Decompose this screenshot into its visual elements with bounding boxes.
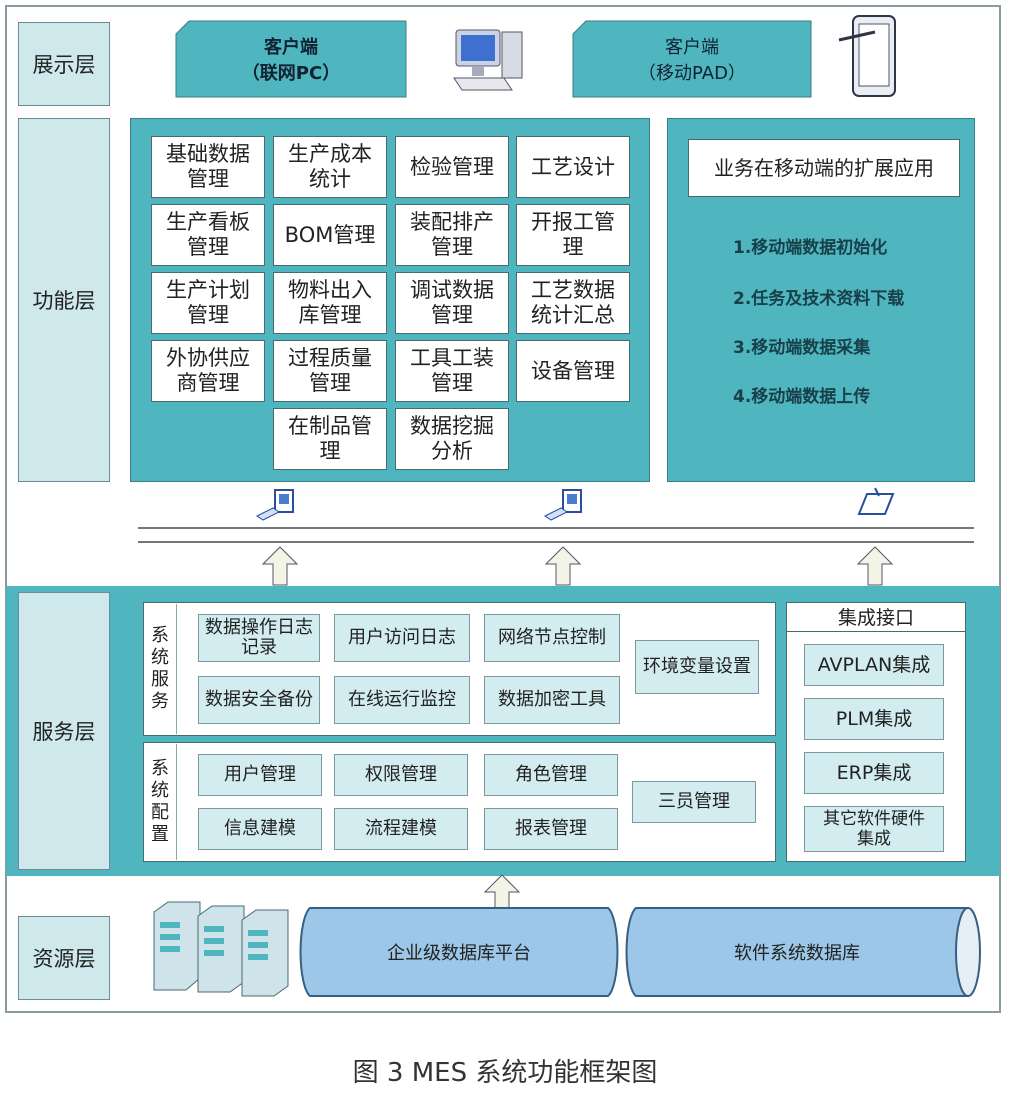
module-outsourcing-supplier: 外协供应 商管理 bbox=[151, 340, 265, 402]
module-production-board: 生产看板 管理 bbox=[151, 204, 265, 266]
pad-client-shape bbox=[572, 20, 812, 98]
module-wip: 在制品管 理 bbox=[273, 408, 387, 470]
pc-client: 客户端 （联网PC） bbox=[175, 20, 407, 98]
system-service-label: 系统服务 bbox=[145, 604, 177, 734]
module-material-inout: 物料出入 库管理 bbox=[273, 272, 387, 334]
config-permission-management: 权限管理 bbox=[334, 754, 468, 796]
config-three-admins: 三员管理 bbox=[632, 781, 756, 823]
integration-plm: PLM集成 bbox=[804, 698, 944, 740]
layer-label-service: 服务层 bbox=[18, 592, 110, 870]
module-production-cost: 生产成本 统计 bbox=[273, 136, 387, 198]
integration-erp: ERP集成 bbox=[804, 752, 944, 794]
module-production-plan: 生产计划 管理 bbox=[151, 272, 265, 334]
pc-client-title: 客户端 bbox=[264, 37, 318, 58]
system-config-label: 系统配置 bbox=[145, 744, 177, 860]
network-computer-icon-left bbox=[256, 489, 294, 521]
module-equipment: 设备管理 bbox=[516, 340, 630, 402]
pc-client-subtitle: （联网PC） bbox=[241, 63, 341, 84]
module-bom: BOM管理 bbox=[273, 204, 387, 266]
module-process-quality: 过程质量 管理 bbox=[273, 340, 387, 402]
up-arrow-right bbox=[857, 546, 893, 586]
enterprise-db-label: 企业级数据库平台 bbox=[387, 943, 531, 964]
service-data-encryption: 数据加密工具 bbox=[484, 676, 620, 724]
pc-client-shape bbox=[175, 20, 407, 98]
service-env-variables: 环境变量设置 bbox=[635, 640, 759, 694]
mobile-extension-title: 业务在移动端的扩展应用 bbox=[688, 139, 960, 197]
mobile-item-2: 2.任务及技术资料下载 bbox=[733, 289, 905, 309]
pad-client: 客户端 （移动PAD） bbox=[572, 20, 812, 98]
config-report-management: 报表管理 bbox=[484, 808, 618, 850]
pad-client-title: 客户端 bbox=[665, 37, 719, 58]
integration-other: 其它软件硬件 集成 bbox=[804, 806, 944, 852]
pad-client-subtitle: （移动PAD） bbox=[638, 63, 746, 84]
network-tablet-icon bbox=[857, 487, 895, 515]
software-db-label: 软件系统数据库 bbox=[734, 943, 860, 964]
network-bus-lines bbox=[138, 527, 974, 543]
service-user-access-log: 用户访问日志 bbox=[334, 614, 470, 662]
layer-label-resource: 资源层 bbox=[18, 916, 110, 1000]
service-data-operation-log: 数据操作日志 记录 bbox=[198, 614, 320, 662]
tablet-icon bbox=[838, 15, 896, 97]
service-online-monitoring: 在线运行监控 bbox=[334, 676, 470, 724]
server-rack-icon bbox=[153, 901, 289, 997]
up-arrow-left bbox=[262, 546, 298, 586]
network-computer-icon-middle bbox=[544, 489, 582, 521]
mobile-item-4: 4.移动端数据上传 bbox=[733, 387, 871, 407]
integration-avplan: AVPLAN集成 bbox=[804, 644, 944, 686]
module-process-data-stats: 工艺数据 统计汇总 bbox=[516, 272, 630, 334]
layer-label-function: 功能层 bbox=[18, 118, 110, 482]
module-assembly-scheduling: 装配排产 管理 bbox=[395, 204, 509, 266]
module-basic-data: 基础数据 管理 bbox=[151, 136, 265, 198]
service-network-node-control: 网络节点控制 bbox=[484, 614, 620, 662]
software-db-cylinder bbox=[625, 907, 981, 997]
module-tooling: 工具工装 管理 bbox=[395, 340, 509, 402]
layer-label-display: 展示层 bbox=[18, 22, 110, 106]
module-process-design: 工艺设计 bbox=[516, 136, 630, 198]
module-work-reporting: 开报工管 理 bbox=[516, 204, 630, 266]
config-user-management: 用户管理 bbox=[198, 754, 322, 796]
config-process-modeling: 流程建模 bbox=[334, 808, 468, 850]
config-role-management: 角色管理 bbox=[484, 754, 618, 796]
mobile-item-1: 1.移动端数据初始化 bbox=[733, 238, 888, 258]
integration-title: 集成接口 bbox=[786, 602, 966, 632]
config-info-modeling: 信息建模 bbox=[198, 808, 322, 850]
module-inspection: 检验管理 bbox=[395, 136, 509, 198]
service-data-backup: 数据安全备份 bbox=[198, 676, 320, 724]
up-arrow-middle bbox=[545, 546, 581, 586]
pc-computer-icon bbox=[453, 29, 523, 91]
mobile-item-3: 3.移动端数据采集 bbox=[733, 338, 871, 358]
figure-caption: 图 3 MES 系统功能框架图 bbox=[352, 1058, 658, 1088]
module-data-mining: 数据挖掘 分析 bbox=[395, 408, 509, 470]
enterprise-db-cylinder bbox=[299, 907, 619, 997]
module-debug-data: 调试数据 管理 bbox=[395, 272, 509, 334]
